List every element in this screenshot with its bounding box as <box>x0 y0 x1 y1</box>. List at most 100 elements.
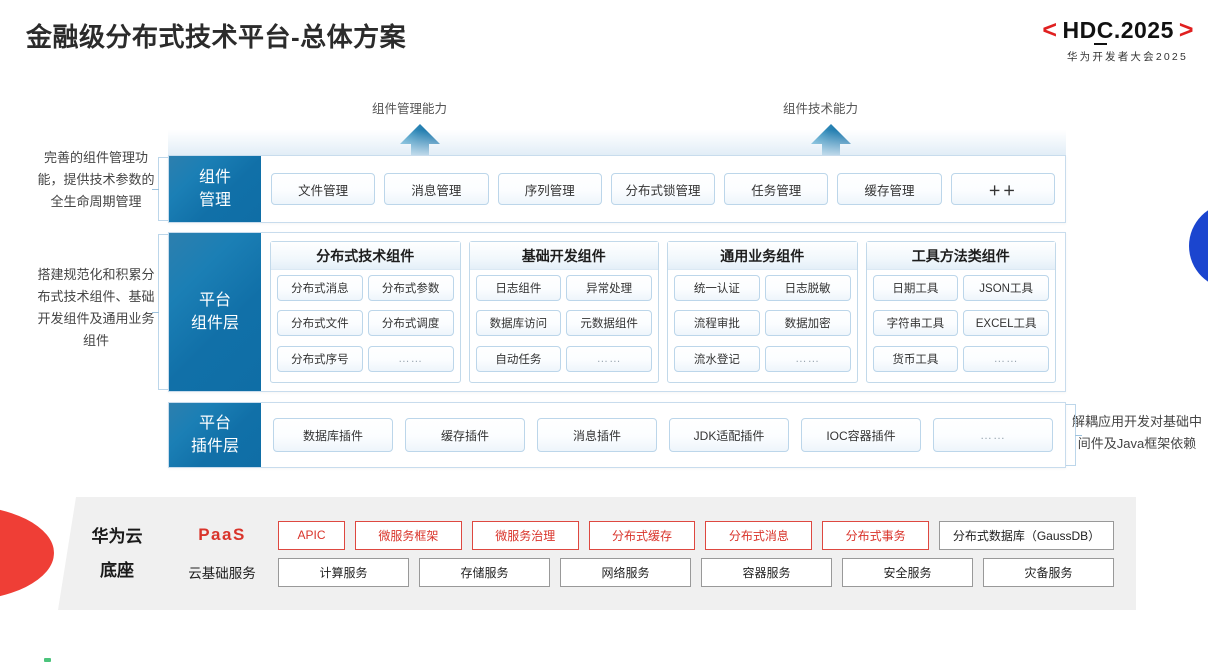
chip-distributed-sequence[interactable]: 分布式序号 <box>277 345 363 372</box>
chip-more-plugins[interactable]: …… <box>933 418 1053 452</box>
bracket-right <box>1066 404 1082 466</box>
layer-tab-component-management: 组件 管理 <box>169 156 261 222</box>
group-grid-distributed-tech: 分布式消息 分布式参数 分布式文件 分布式调度 分布式序号 …… <box>271 270 460 378</box>
group-grid-basic-development: 日志组件 异常处理 数据库访问 元数据组件 自动任务 …… <box>470 270 659 378</box>
chip-distributed-parameter[interactable]: 分布式参数 <box>367 275 454 301</box>
svc-network[interactable]: 网络服务 <box>560 557 691 587</box>
chip-more-tool-method[interactable]: …… <box>963 345 1049 372</box>
platform-plugin-items: 数据库插件 缓存插件 消息插件 JDK适配插件 IOC容器插件 …… <box>261 403 1065 467</box>
bracket-left-top <box>152 157 168 221</box>
layer-tab-line1: 组件 <box>198 169 231 186</box>
svc-compute[interactable]: 计算服务 <box>278 557 409 587</box>
chip-metadata-component[interactable]: 元数据组件 <box>566 310 652 337</box>
svc-disaster-recovery[interactable]: 灾备服务 <box>983 557 1114 587</box>
chip-distributed-file[interactable]: 分布式文件 <box>277 310 363 337</box>
bracket-left-icon: < <box>1042 16 1058 44</box>
platform-component-groups: 分布式技术组件 分布式消息 分布式参数 分布式文件 分布式调度 分布式序号 ……… <box>261 233 1065 391</box>
platform-component-layer: 平台 组件层 分布式技术组件 分布式消息 分布式参数 分布式文件 分布式调度 分… <box>168 232 1066 392</box>
svc-apic[interactable]: APIC <box>278 520 345 550</box>
huawei-cloud-base-section: 华为云 底座 PaaS APIC 微服务框架 微服务治理 分布式缓存 分布式消息… <box>58 497 1136 610</box>
chip-distributed-lock-management[interactable]: 分布式锁管理 <box>610 173 716 205</box>
svc-distributed-message[interactable]: 分布式消息 <box>705 520 813 550</box>
group-general-business: 通用业务组件 统一认证 日志脱敏 流程审批 数据加密 流水登记 …… <box>667 241 858 383</box>
chip-process-approval[interactable]: 流程审批 <box>674 310 760 337</box>
chip-string-tool[interactable]: 字符串工具 <box>872 310 959 337</box>
component-management-layer: 组件 管理 文件管理 消息管理 序列管理 分布式锁管理 任务管理 缓存管理 ＋＋ <box>168 155 1066 223</box>
layer-tab-line1: 平台 <box>198 292 231 309</box>
svc-distributed-cache[interactable]: 分布式缓存 <box>588 520 696 550</box>
chip-json-tool[interactable]: JSON工具 <box>963 275 1049 301</box>
paas-label: PaaS <box>198 525 246 544</box>
cloud-base-title-line1: 华为云 <box>91 526 143 546</box>
group-basic-development: 基础开发组件 日志组件 异常处理 数据库访问 元数据组件 自动任务 …… <box>468 241 659 383</box>
svc-microservice-governance[interactable]: 微服务治理 <box>471 520 579 550</box>
chip-currency-tool[interactable]: 货币工具 <box>872 345 959 372</box>
hdc-logo-text: HDC.2025 <box>1062 17 1174 43</box>
layer-tab-line2: 组件层 <box>190 315 239 332</box>
chip-message-plugin[interactable]: 消息插件 <box>537 418 657 452</box>
chip-message-management[interactable]: 消息管理 <box>384 173 489 205</box>
svc-microservice-framework[interactable]: 微服务框架 <box>354 520 462 550</box>
chip-log-desensitization[interactable]: 日志脱敏 <box>764 275 851 301</box>
chip-more-distributed-tech[interactable]: …… <box>367 345 454 372</box>
chip-ioc-container-plugin[interactable]: IOC容器插件 <box>801 418 921 452</box>
group-title-tool-method: 工具方法类组件 <box>866 242 1055 270</box>
chip-unified-authentication[interactable]: 统一认证 <box>674 275 760 301</box>
layer-tab-line2: 插件层 <box>190 438 239 455</box>
chip-task-management[interactable]: 任务管理 <box>724 173 829 205</box>
layer-tab-line1: 平台 <box>198 415 231 432</box>
group-grid-general-business: 统一认证 日志脱敏 流程审批 数据加密 流水登记 …… <box>668 270 857 378</box>
bracket-right-icon: > <box>1178 16 1194 44</box>
component-management-items: 文件管理 消息管理 序列管理 分布式锁管理 任务管理 缓存管理 ＋＋ <box>261 156 1065 222</box>
infra-label: 云基础服务 <box>188 566 256 581</box>
chip-distributed-schedule[interactable]: 分布式调度 <box>367 310 454 337</box>
svc-container[interactable]: 容器服务 <box>701 557 832 587</box>
group-title-general-business: 通用业务组件 <box>668 242 857 270</box>
group-grid-tool-method: 日期工具 JSON工具 字符串工具 EXCEL工具 货币工具 …… <box>867 270 1056 378</box>
chip-more-basic-development[interactable]: …… <box>566 345 652 372</box>
side-note-left-bottom: 搭建规范化和积累分布式技术组件、基础开发组件及通用业务组件 <box>37 267 155 348</box>
infra-row: 云基础服务 计算服务 存储服务 网络服务 容器服务 安全服务 灾备服务 <box>176 557 1114 587</box>
chip-excel-tool[interactable]: EXCEL工具 <box>963 310 1049 337</box>
chip-cache-management[interactable]: 缓存管理 <box>837 173 942 205</box>
chip-date-tool[interactable]: 日期工具 <box>872 275 959 301</box>
red-wedge-decoration <box>0 505 54 601</box>
side-note-left-top: 完善的组件管理功能，提供技术参数的全生命周期管理 <box>37 150 155 209</box>
chip-database-access[interactable]: 数据库访问 <box>475 310 562 337</box>
svc-security[interactable]: 安全服务 <box>842 557 973 587</box>
page-title: 金融级分布式技术平台-总体方案 <box>26 22 407 52</box>
group-title-basic-development: 基础开发组件 <box>469 242 658 270</box>
chip-exception-handling[interactable]: 异常处理 <box>566 275 652 301</box>
chip-database-plugin[interactable]: 数据库插件 <box>273 418 393 452</box>
chip-distributed-message[interactable]: 分布式消息 <box>277 275 363 301</box>
layer-tab-platform-plugin: 平台 插件层 <box>169 403 261 467</box>
chip-log-component[interactable]: 日志组件 <box>475 275 562 301</box>
bracket-left-bottom <box>152 234 168 390</box>
hdc-underline-decoration <box>1093 43 1107 45</box>
layer-tab-line2: 管理 <box>198 192 231 209</box>
platform-plugin-layer: 平台 插件层 数据库插件 缓存插件 消息插件 JDK适配插件 IOC容器插件 …… <box>168 402 1066 468</box>
svc-storage[interactable]: 存储服务 <box>419 557 550 587</box>
green-marker-decoration <box>44 658 51 662</box>
blue-circle-decoration <box>1189 203 1208 289</box>
callout-label-technology: 组件技术能力 <box>783 102 859 116</box>
cloud-base-title: 华为云 底座 <box>58 520 176 588</box>
hdc-logo-subtitle: 华为开发者大会2025 <box>1066 51 1188 63</box>
layer-tab-platform-component: 平台 组件层 <box>169 233 261 391</box>
chip-cache-plugin[interactable]: 缓存插件 <box>405 418 525 452</box>
chip-file-management[interactable]: 文件管理 <box>271 173 376 205</box>
chip-transaction-register[interactable]: 流水登记 <box>674 345 760 372</box>
chip-data-encryption[interactable]: 数据加密 <box>764 310 851 337</box>
chip-more-general-business[interactable]: …… <box>764 345 851 372</box>
chip-auto-task[interactable]: 自动任务 <box>475 345 562 372</box>
hdc-logo: < HDC.2025 > 华为开发者大会2025 <box>954 16 1194 64</box>
chip-sequence-management[interactable]: 序列管理 <box>497 173 602 205</box>
chip-add-more[interactable]: ＋＋ <box>950 173 1055 205</box>
group-title-distributed-tech: 分布式技术组件 <box>271 242 460 270</box>
group-distributed-tech: 分布式技术组件 分布式消息 分布式参数 分布式文件 分布式调度 分布式序号 …… <box>270 241 461 383</box>
cloud-base-rows: PaaS APIC 微服务框架 微服务治理 分布式缓存 分布式消息 分布式事务 … <box>176 520 1136 587</box>
chip-jdk-adapter-plugin[interactable]: JDK适配插件 <box>669 418 789 452</box>
svc-distributed-database-gaussdb[interactable]: 分布式数据库（GaussDB） <box>939 520 1114 550</box>
svc-distributed-transaction[interactable]: 分布式事务 <box>822 520 930 550</box>
